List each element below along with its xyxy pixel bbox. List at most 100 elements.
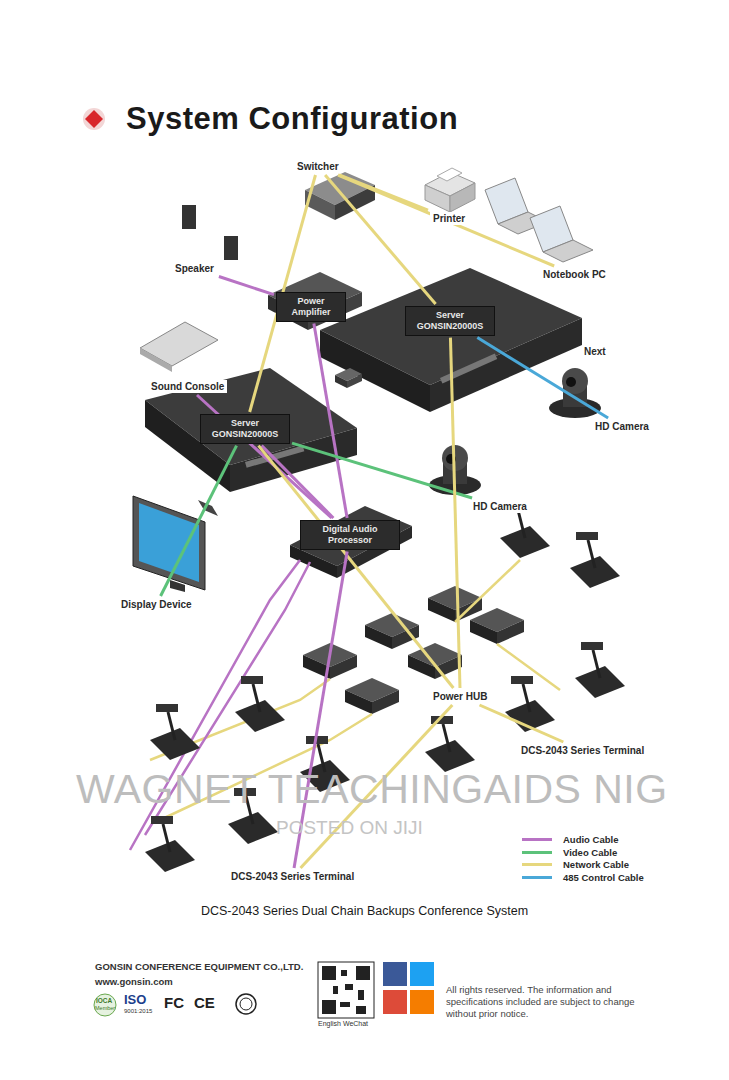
diagram-caption: DCS-2043 Series Dual Chain Backups Confe… — [0, 904, 729, 918]
conference-terminal — [500, 526, 550, 558]
cable-connector-part — [262, 446, 334, 518]
node-text: Speaker — [175, 263, 214, 274]
conference-terminal — [443, 724, 450, 752]
server-device — [320, 330, 430, 412]
legend-text: Network Cable — [563, 859, 629, 870]
qr-code — [341, 970, 347, 976]
node-text: Printer — [433, 213, 465, 224]
diagram-title: System Configuration — [126, 101, 458, 137]
label-text: CE — [194, 994, 215, 1011]
node-text: DCS-2043 Series Terminal — [231, 871, 354, 882]
power-hub — [330, 655, 357, 679]
cable-connector — [450, 338, 460, 688]
label-text: FC — [164, 994, 184, 1011]
hd-camera — [562, 368, 588, 394]
conference-terminal — [228, 812, 278, 844]
cable-connector — [219, 277, 274, 295]
conference-terminal — [168, 712, 175, 740]
social-icons — [410, 962, 434, 986]
device-tag: HD Camera — [470, 500, 530, 513]
device-tag: Notebook PC — [540, 268, 609, 281]
device-tag: HD Camera — [592, 420, 652, 433]
speaker-device — [224, 236, 238, 260]
device-tag: Printer — [430, 212, 468, 225]
power-hub — [470, 620, 497, 644]
label-text: Next — [582, 346, 608, 357]
node-text: HD Camera — [595, 421, 649, 432]
node-text: Server GONSIN20000S — [411, 310, 489, 332]
conference-terminal — [518, 510, 525, 538]
watermark: POSTED ON JIJI — [276, 817, 423, 839]
cable-connector-part — [292, 443, 472, 498]
title-icon — [85, 110, 103, 128]
device-tag: DCS-2043 Series Terminal — [228, 870, 357, 883]
power-hub — [428, 598, 455, 622]
display-device — [133, 496, 205, 590]
legend-swatch — [522, 851, 552, 854]
legend-text: 485 Control Cable — [563, 872, 644, 883]
cable-connector — [262, 446, 334, 518]
label-text: IOCA — [96, 997, 112, 1004]
conference-terminal — [151, 816, 173, 824]
power-hub — [303, 586, 524, 714]
conference-terminal — [253, 684, 260, 712]
printer-device — [450, 183, 475, 212]
title-icon — [83, 108, 105, 130]
certification-logos — [94, 994, 116, 1016]
certification-logos — [236, 994, 256, 1014]
cable-connector — [314, 324, 347, 518]
cable-connector-part — [219, 277, 274, 295]
conference-terminal — [570, 556, 620, 588]
label-text: Member — [95, 1005, 115, 1011]
qr-code — [340, 1002, 350, 1007]
device-tag: DCS-2043 Series Terminal — [518, 744, 647, 757]
cable-connector — [338, 175, 554, 266]
cable-connector-part — [450, 338, 460, 688]
node-text: Notebook PC — [543, 269, 606, 280]
label-text: 9001:2015 — [124, 1008, 152, 1014]
printer-device — [425, 185, 450, 212]
printer-device — [437, 168, 462, 181]
cable-connector-part — [314, 324, 347, 518]
device-label: Server GONSIN20000S — [200, 414, 290, 444]
notebook-pc — [485, 178, 593, 262]
switcher-device — [335, 185, 375, 220]
conference-terminal — [145, 840, 195, 872]
notebook-pc — [543, 240, 593, 262]
cable-connector-part — [479, 705, 563, 742]
node-text: Sound Console — [151, 381, 224, 392]
social-icons — [383, 962, 434, 1014]
cable-connector — [477, 338, 608, 418]
conference-terminal — [511, 676, 533, 684]
power-hub — [345, 690, 372, 714]
node-text: Server GONSIN20000S — [206, 418, 284, 440]
title-icon — [83, 108, 105, 130]
legend-text: Video Cable — [563, 847, 617, 858]
hd-camera — [566, 377, 576, 387]
node-text: Power Amplifier — [282, 296, 340, 318]
qr-code — [345, 984, 353, 990]
label-text: www.gonsin.com — [95, 976, 173, 987]
conference-terminal — [150, 728, 200, 760]
social-icons — [383, 990, 407, 1014]
cable-connector — [325, 175, 435, 304]
device-label: Server GONSIN20000S — [405, 306, 495, 336]
node-text: Power HUB — [433, 691, 487, 702]
power-hub — [372, 690, 399, 714]
digital-audio-processor — [290, 545, 337, 578]
node-text: Switcher — [297, 161, 339, 172]
cable-connector — [259, 446, 454, 688]
device-label: Digital Audio Processor — [300, 520, 400, 550]
device-tag: Display Device — [118, 598, 195, 611]
certification-logos — [240, 998, 252, 1010]
conference-terminal — [593, 650, 600, 678]
sound-console — [140, 348, 172, 372]
power-hub — [365, 625, 392, 649]
server-device — [440, 354, 497, 384]
legend-text: Audio Cable — [563, 834, 618, 845]
conference-terminal — [575, 666, 625, 698]
network-cable — [150, 679, 330, 760]
device-label: Power Amplifier — [276, 292, 346, 322]
power-hub — [497, 620, 524, 644]
cable-connector-part — [259, 446, 454, 688]
